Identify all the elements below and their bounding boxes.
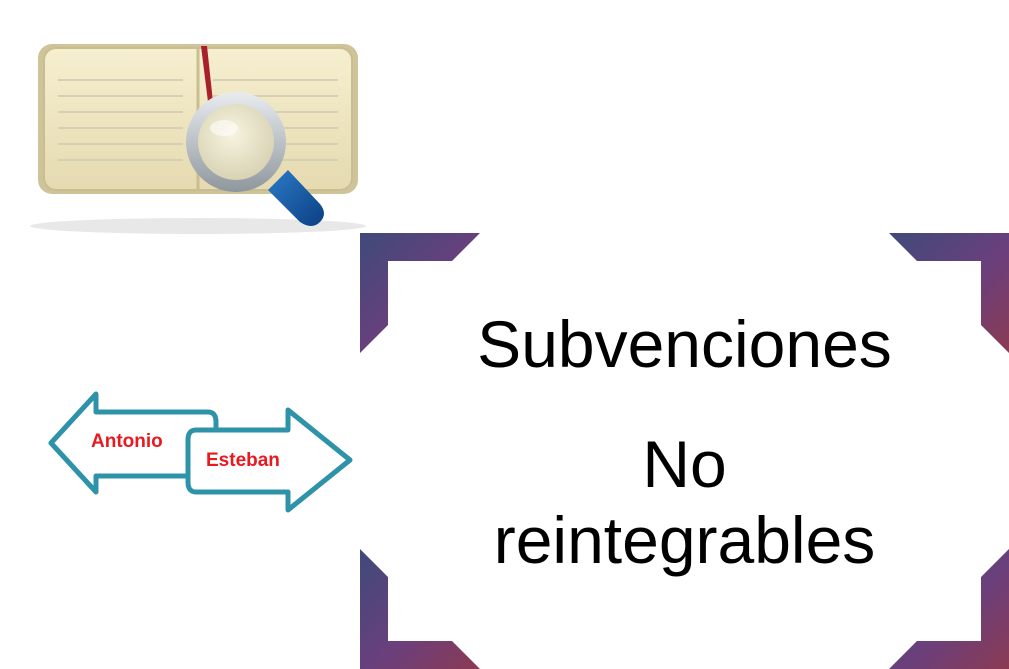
title-line-3: reintegrables	[493, 503, 876, 577]
arrow-label-left: Antonio	[91, 431, 163, 452]
book-magnifier-icon	[18, 38, 378, 238]
exchange-arrows-icon: Antonio Esteban	[48, 388, 353, 516]
arrow-label-right: Esteban	[206, 450, 280, 471]
title-line-2: No	[642, 427, 727, 501]
title-frame: Subvenciones No reintegrables	[360, 233, 1009, 669]
title-line-1: Subvenciones	[477, 307, 892, 381]
frame-corners	[360, 233, 1009, 669]
